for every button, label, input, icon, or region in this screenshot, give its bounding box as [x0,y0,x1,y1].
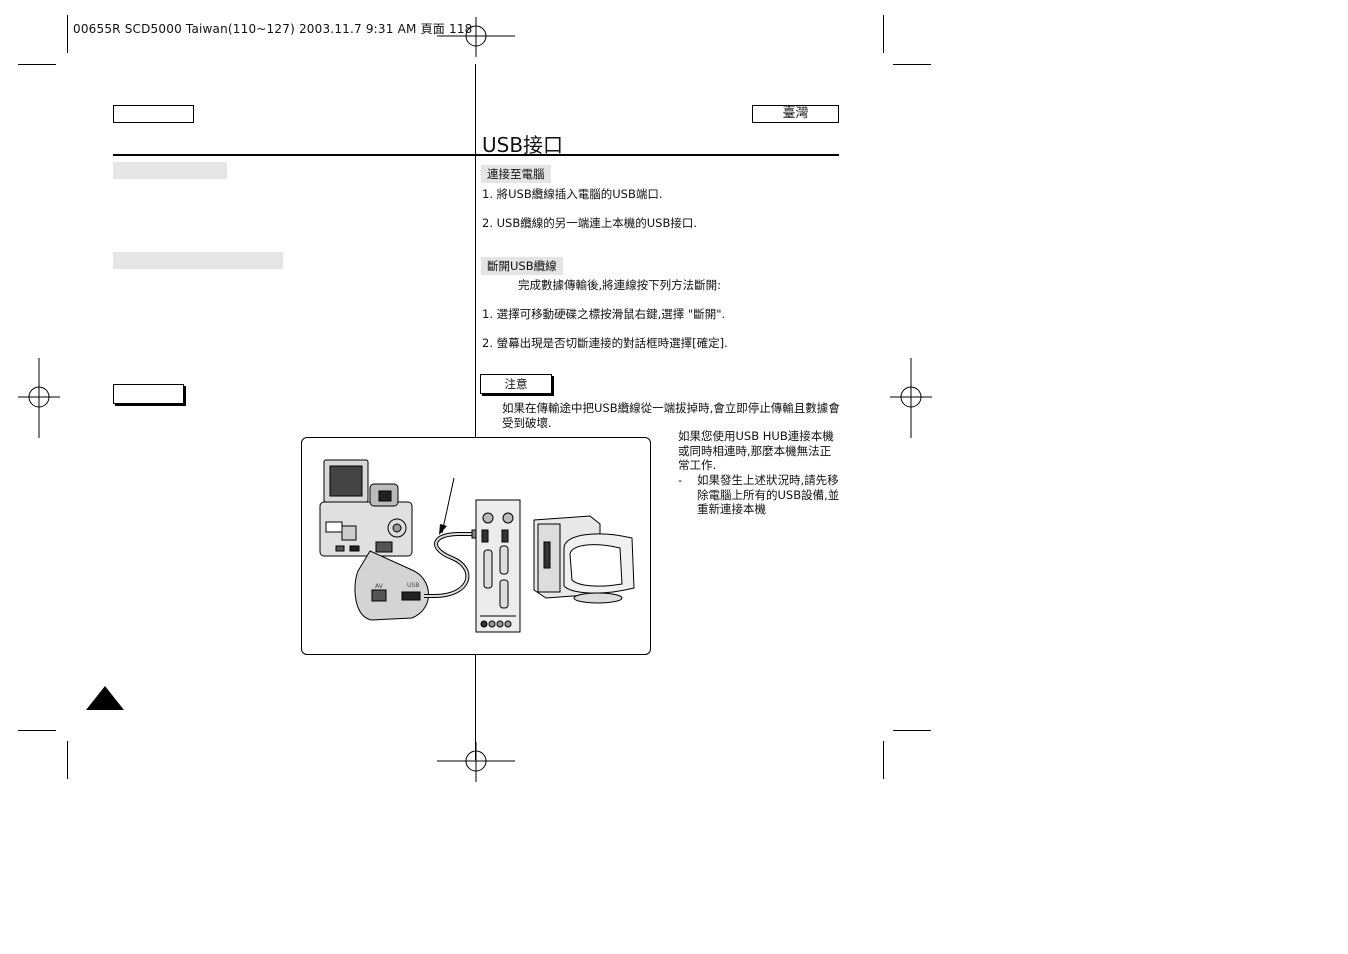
connect-step-2: 2. USB纜線的另一端連上本機的USB接口. [482,216,697,230]
note-bullet-text: 如果發生上述狀況時,請先移 除電腦上所有的USB設備,並 重新連接本機 [697,473,842,517]
note-text-line-2: 受到破壞. [502,416,552,430]
registration-mark-bottom [437,742,515,782]
left-note-box [113,384,184,404]
language-tag: 臺灣 [752,105,839,123]
registration-mark-left [18,358,60,438]
usb-cable [424,531,474,598]
crop-mark [67,741,68,779]
note-bullet-marker: - [678,473,683,487]
usb-port-label: USB [407,582,419,589]
crop-mark [18,730,56,731]
note-bullet-line: 重新連接本機 [697,502,766,516]
usb-port-icon [401,591,421,601]
disconnect-step-1: 1. 選擇可移動硬碟之標按滑鼠右鍵,選擇 "斷開". [482,307,726,321]
note-side-line: 如果您使用USB HUB連接本機 [678,429,834,443]
connect-heading: 連接至電腦 [481,165,551,183]
port-zoom-bubble [354,550,429,621]
crop-mark [18,64,56,65]
pc-back-panel-icon [475,499,521,633]
registration-mark-top [437,17,515,57]
left-heading-bar [113,162,227,179]
note-side-line: 常工作. [678,458,717,472]
print-header: 00655R SCD5000 Taiwan(110~127) 2003.11.7… [73,22,473,36]
note-bullet-line: 除電腦上所有的USB設備,並 [697,487,840,502]
header-rule [113,154,839,156]
note-side-text: 如果您使用USB HUB連接本機 或同時相連時,那麼本機無法正 常工作. [678,429,838,473]
note-bullet-line: 如果發生上述狀況時,請先移 [697,473,839,487]
camcorder-icon [319,459,413,557]
crop-mark [883,15,884,53]
av-port-label: AV [375,583,384,590]
disconnect-intro: 完成數據傳輸後,將連線按下列方法斷開: [518,278,722,292]
crop-mark [883,741,884,779]
computer-icon [533,515,635,604]
note-label: 注意 [480,374,552,394]
disconnect-step-2: 2. 螢幕出現是否切斷連接的對話框時選擇[確定]. [482,336,728,350]
crop-mark [893,64,931,65]
usb-connection-illustration: AV USB [301,437,651,655]
av-port-icon [371,589,387,602]
crop-mark [67,15,68,53]
pointer-arrow [441,477,455,534]
crop-mark [893,730,931,731]
registration-mark-right [890,358,932,438]
english-tag-box [113,105,194,123]
left-heading-bar [113,252,283,269]
connect-step-1: 1. 將USB纜線插入電腦的USB端口. [482,187,663,201]
page-spine [475,64,476,438]
camera-pc-diagram: AV USB [319,459,635,633]
page-spine [475,654,476,760]
disconnect-heading: 斷開USB纜線 [481,257,563,275]
note-side-line: 或同時相連時,那麼本機無法正 [678,443,832,458]
page-number-triangle [86,686,124,710]
section-title: USB接口 [482,133,564,157]
note-text-line-1: 如果在傳輸途中把USB纜線從一端拔掉時,會立即停止傳輸且數據會 [502,401,840,415]
